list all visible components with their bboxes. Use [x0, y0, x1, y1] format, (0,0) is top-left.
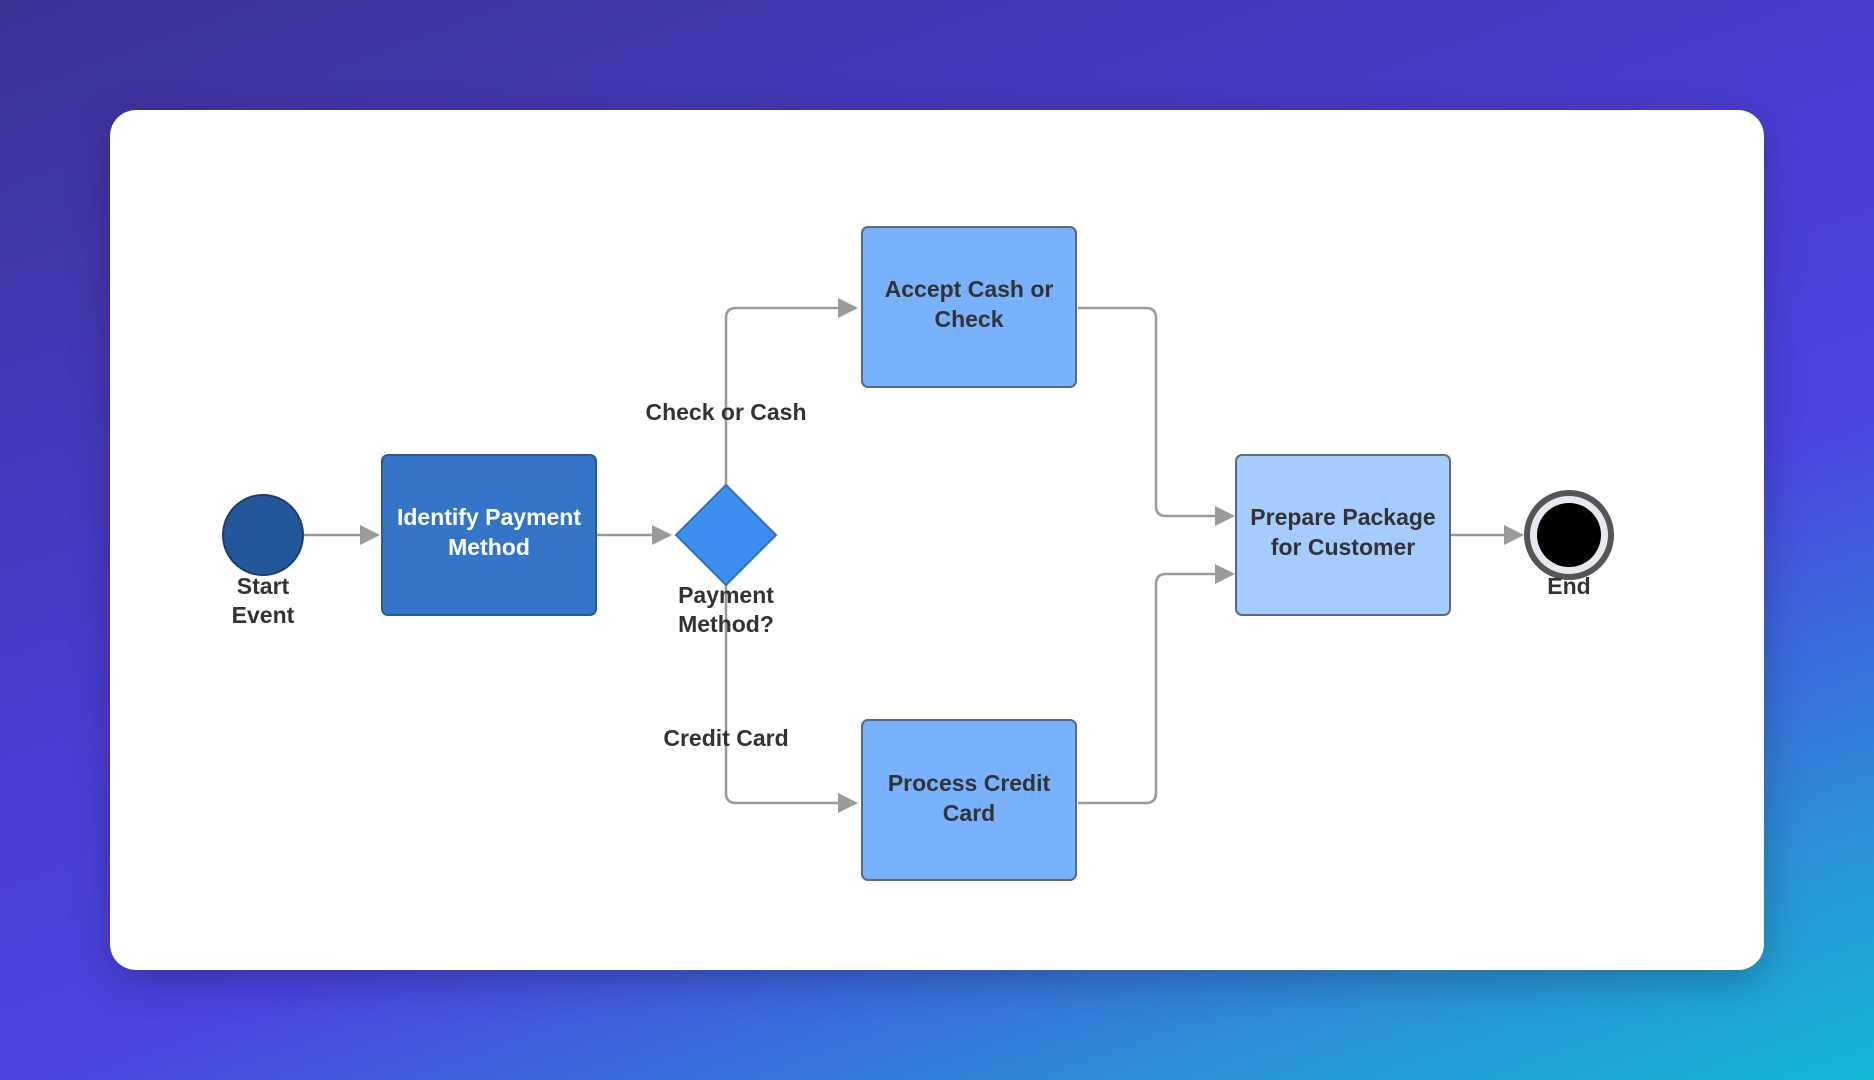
edge-credit-to-prepare [1078, 564, 1235, 805]
end-event-inner-circle [1537, 503, 1601, 567]
accept-cash-or-check-node[interactable]: Accept Cash or Check [861, 226, 1077, 388]
identify-payment-method-label-line1: Identify Payment [397, 504, 581, 530]
flowchart: Start Event Identify Payment Method Paym… [222, 226, 1614, 881]
process-credit-card-label-line1: Process Credit [888, 770, 1051, 796]
accept-cash-or-check-box [861, 226, 1077, 388]
process-credit-card-label-line2: Card [943, 800, 995, 826]
start-event-label-line2: Event [232, 602, 295, 628]
edge-decision-to-credit [724, 585, 858, 813]
prepare-package-label-line1: Prepare Package [1250, 504, 1435, 530]
identify-payment-method-node[interactable]: Identify Payment Method [381, 454, 597, 616]
edge-label-credit-card: Credit Card [663, 725, 788, 751]
edge-label-check-or-cash: Check or Cash [645, 399, 806, 425]
start-event-label-line1: Start [237, 573, 290, 599]
process-credit-card-node[interactable]: Process Credit Card [861, 719, 1077, 881]
accept-cash-or-check-label-line2: Check [934, 306, 1003, 332]
decision-label-line2: Method? [678, 611, 774, 637]
edge-cash-to-prepare [1078, 306, 1235, 526]
start-event-node[interactable] [222, 494, 304, 576]
process-credit-card-box [861, 719, 1077, 881]
diagram-card: Start Event Identify Payment Method Paym… [110, 110, 1764, 970]
end-event-label: End [1547, 573, 1590, 599]
decision-label-line1: Payment [678, 582, 774, 608]
end-event-node[interactable] [1524, 490, 1614, 580]
edge-decision-to-cash [724, 298, 858, 485]
identify-payment-method-box [381, 454, 597, 616]
identify-payment-method-label-line2: Method [448, 534, 530, 560]
decision-diamond [674, 483, 778, 587]
accept-cash-or-check-label-line1: Accept Cash or [885, 276, 1054, 302]
prepare-package-label-line2: for Customer [1271, 534, 1415, 560]
connectors [304, 298, 1524, 813]
start-event-circle [222, 494, 304, 576]
prepare-package-node[interactable]: Prepare Package for Customer [1235, 454, 1451, 616]
prepare-package-box [1235, 454, 1451, 616]
payment-method-decision-node[interactable] [674, 483, 778, 587]
